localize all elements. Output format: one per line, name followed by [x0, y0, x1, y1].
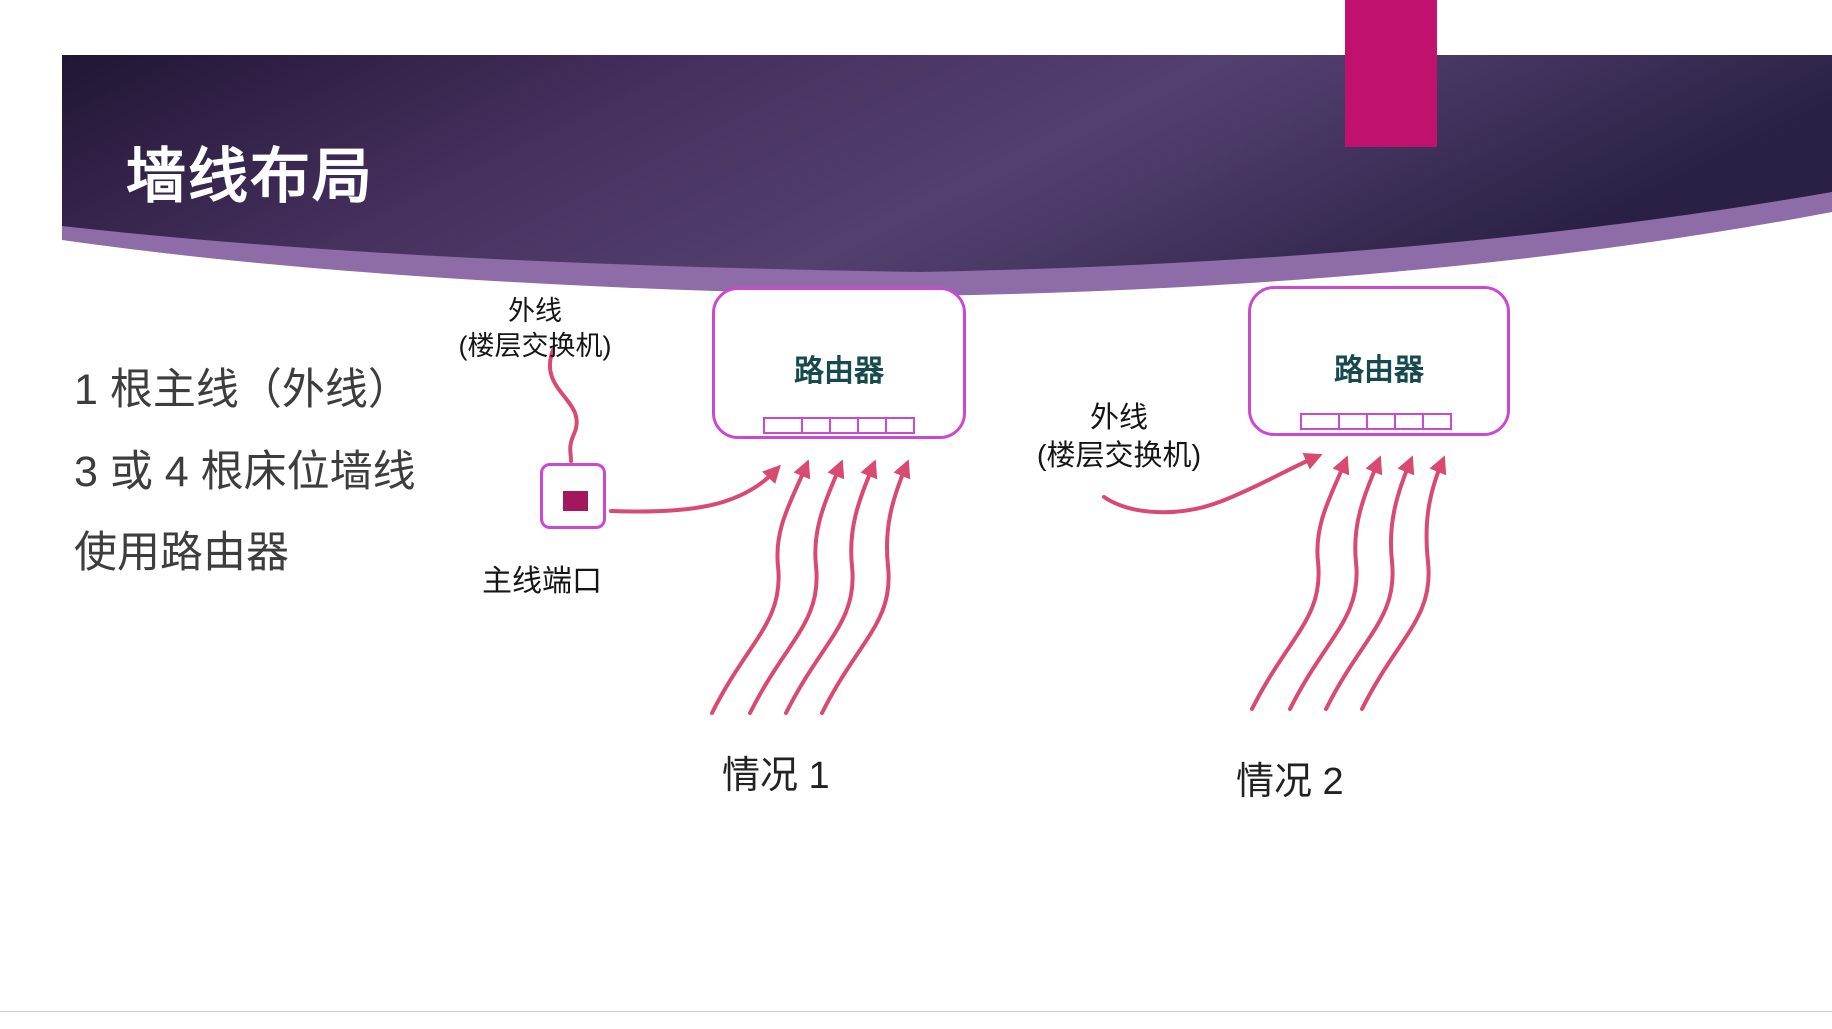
accent-rectangle [1345, 0, 1437, 147]
port-cell [1394, 413, 1424, 430]
port-cell [1338, 413, 1368, 430]
case2-bed-line-arrow-4 [1360, 455, 1447, 711]
external-line-subtext: (楼层交换机) [1036, 439, 1202, 472]
external-line-subtext: (楼层交换机) [458, 331, 612, 362]
bullet-line-2: 3 或 4 根床位墙线 [74, 447, 416, 496]
router-box-case2: 路由器 [1248, 286, 1510, 436]
router-label-case1: 路由器 [794, 355, 884, 388]
case2-bed-line-arrow-1 [1250, 455, 1350, 711]
router-box-case1: 路由器 [712, 287, 966, 439]
router-label-case2: 路由器 [1334, 354, 1424, 387]
main-line-port-marker [563, 491, 588, 511]
wall-port-box [540, 463, 606, 529]
case2-bed-line-arrow-3 [1324, 455, 1415, 711]
port-cell [1422, 413, 1452, 430]
case1-bed-line-arrow-2 [748, 459, 845, 715]
port-cell [885, 417, 915, 434]
port-cell [829, 417, 859, 434]
case2-external-line-arrow [1102, 453, 1323, 515]
external-line-text: 外线 [508, 296, 562, 326]
bottom-divider [0, 1011, 1832, 1012]
router-ports-case2 [1300, 413, 1452, 430]
case1-bed-line-arrow-3 [784, 459, 878, 715]
case2-bed-line-arrow-2 [1288, 455, 1383, 711]
port-cell [1366, 413, 1396, 430]
case1-external-line-label: 外线 (楼层交换机) [430, 294, 640, 364]
external-line-text: 外线 [1089, 402, 1148, 434]
case1-external-line-connector [548, 348, 579, 463]
main-line-port-label: 主线端口 [482, 565, 602, 598]
bullet-line-3: 使用路由器 [74, 529, 289, 578]
port-cell [1300, 413, 1340, 430]
case1-bed-line-arrow-1 [710, 459, 811, 715]
port-cell [763, 417, 803, 434]
page-title: 墙线布局 [126, 143, 374, 210]
case1-bed-line-arrow-4 [820, 459, 911, 715]
case1-caption: 情况 1 [722, 755, 830, 797]
bullet-list: 1 根主线（外线） 3 或 4 根床位墙线 使用路由器 [74, 350, 416, 595]
port-cell [857, 417, 887, 434]
case2-caption: 情况 2 [1236, 761, 1344, 803]
router-ports-case1 [763, 417, 915, 434]
case2-external-line-label: 外线 (楼层交换机) [1012, 400, 1226, 475]
bullet-line-1: 1 根主线（外线） [74, 366, 411, 414]
port-cell [801, 417, 831, 434]
case1-main-line-arrow [609, 464, 781, 514]
